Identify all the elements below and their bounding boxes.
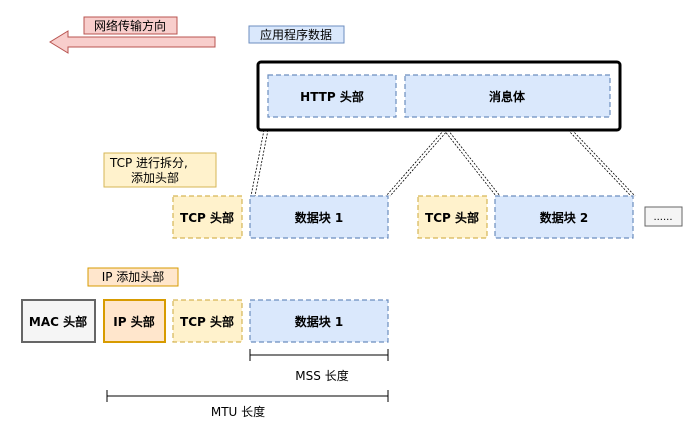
data-block-1-label: 数据块 1 [295,210,344,225]
network-direction-arrow [49,30,216,54]
mtu-length-label: MTU 长度 [211,404,265,419]
app-data-label: 应用程序数据 [260,27,332,42]
split-connector-lines [250,129,636,197]
mss-length-label: MSS 长度 [295,368,348,383]
ip-header-block [103,299,166,343]
mac-header-block [21,299,96,343]
tcp-split-label-line2: 添加头部 [131,170,179,185]
more-blocks-ellipsis [644,206,683,227]
data-block-2-label: 数据块 2 [540,210,589,225]
tcp-header-label-3: TCP 头部 [180,314,234,329]
data-block-1 [249,195,389,239]
data-block-1-packet-label: 数据块 1 [295,314,344,329]
tcp-header-label-2: TCP 头部 [425,210,479,225]
network-direction-label-box [83,16,178,35]
ellipsis-label: ...... [653,212,672,223]
tcp-header-block-2 [417,195,488,239]
tcp-split-label-box [103,152,217,188]
app-data-label-box [248,25,345,44]
tcp-header-block-1 [172,195,243,239]
ip-add-header-label-box [87,267,179,287]
mss-bracket [249,349,389,361]
mtu-bracket [106,390,389,402]
tcp-header-label-1: TCP 头部 [180,210,234,225]
data-block-2 [494,195,634,239]
tcp-split-label-line1: TCP 进行拆分, [109,155,188,170]
message-body-label: 消息体 [489,89,526,104]
mac-header-label: MAC 头部 [29,314,87,329]
http-header-label: HTTP 头部 [300,89,364,104]
ip-header-label: IP 头部 [113,314,154,329]
left-arrow-icon [49,30,216,54]
ip-add-header-label: IP 添加头部 [102,269,165,284]
data-block-1-packet [249,299,389,343]
http-header-block [267,74,397,118]
tcp-header-block-3 [172,299,243,343]
message-body-block [404,74,611,118]
network-direction-label: 网络传输方向 [94,18,166,33]
